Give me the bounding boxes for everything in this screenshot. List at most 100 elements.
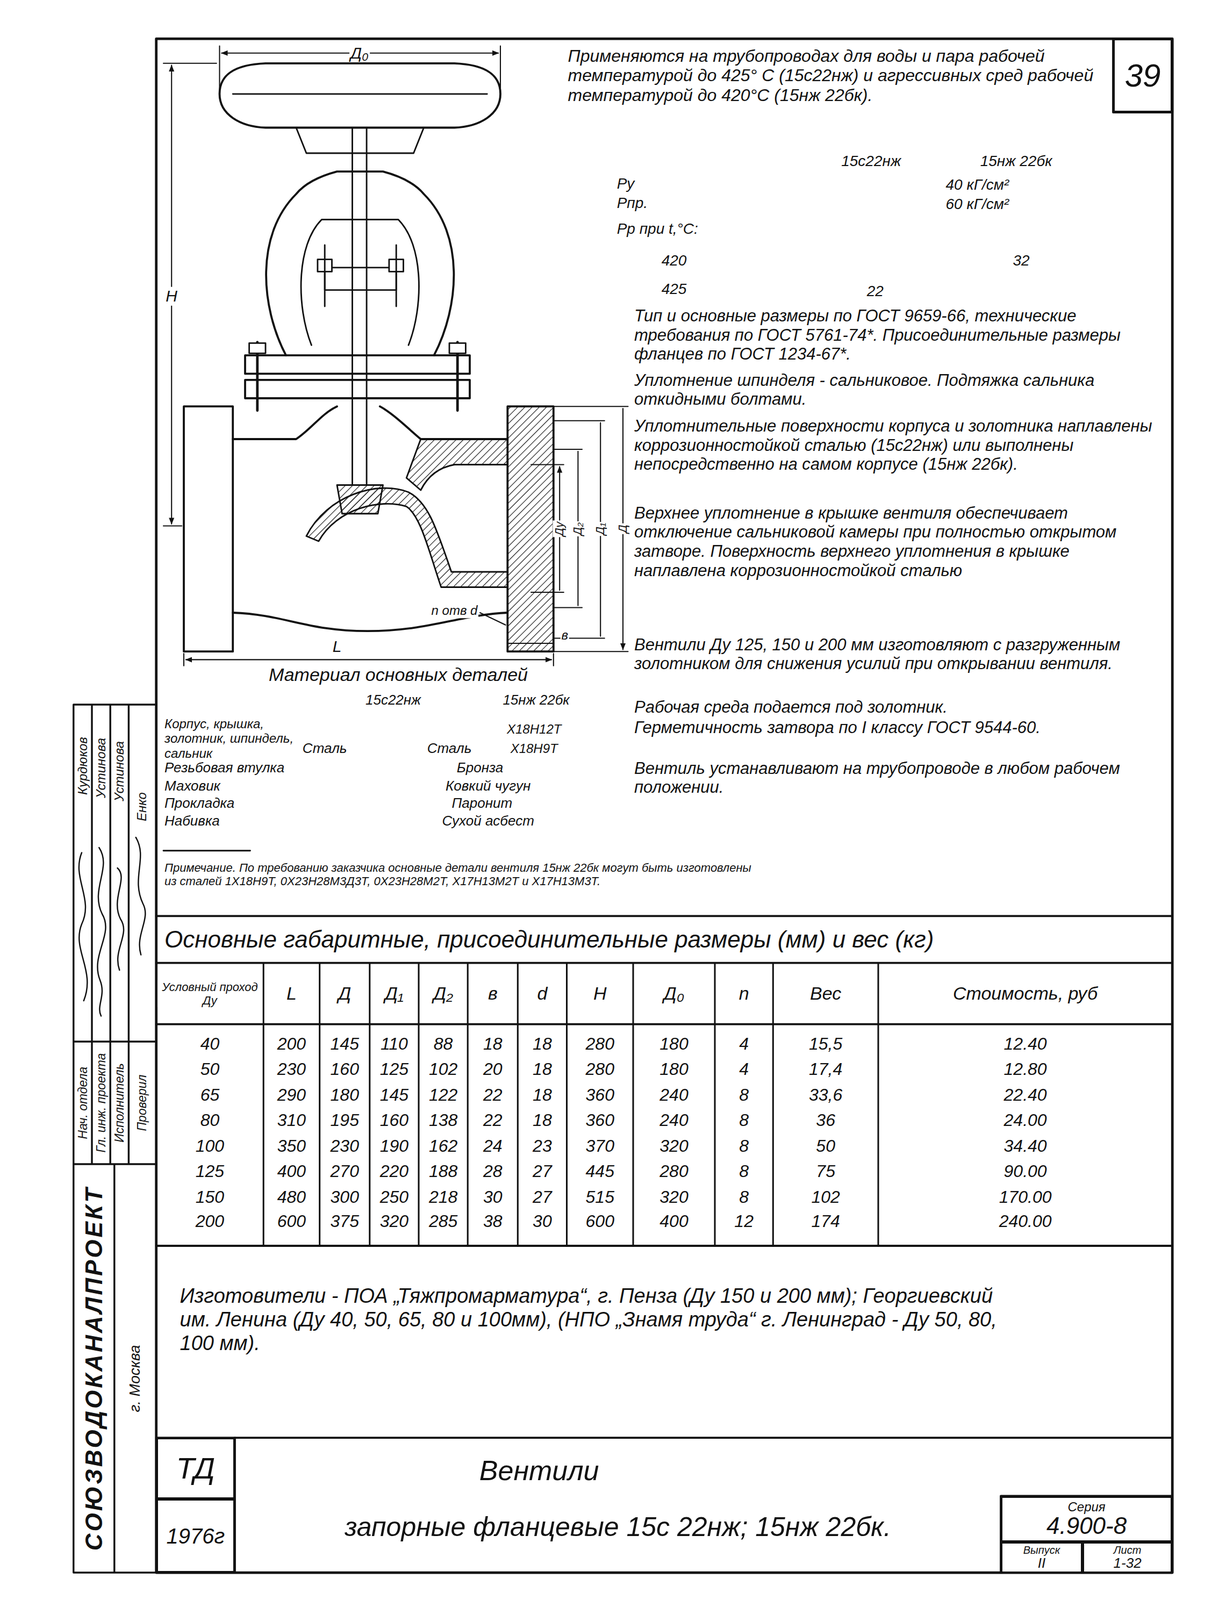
table-cell: 280 [658,1161,690,1182]
table-cell: 50 [814,1135,837,1156]
table-header: Н [592,983,608,1005]
signature [79,852,88,1002]
bolt-nut [249,342,266,354]
issue-box: ВыпускII [1000,1542,1083,1574]
table-cell: 188 [427,1161,459,1182]
seat-partition [306,488,508,587]
table-cell: 100 [194,1135,226,1156]
table-cell: 17,4 [807,1059,844,1080]
table-cell: 270 [329,1161,361,1182]
spec-paragraph: Вентиль устанавливают на трубопроводе в … [633,758,1162,798]
sheet-frame [156,38,1173,1573]
table-cell: 88 [432,1033,455,1054]
table-cell: 22 [482,1084,504,1105]
signature [97,847,106,1017]
table-cell: 200 [194,1211,226,1232]
box-text: 39 [1124,58,1161,93]
table-cell: 20 [482,1059,504,1080]
material: Х18Н9Т [509,741,559,757]
table-cell: 445 [584,1161,616,1182]
table-cell: 285 [427,1211,459,1232]
yoke [266,171,454,356]
approval-strip [73,704,157,1573]
table-cell: 30 [531,1211,554,1232]
table-cell: 400 [276,1161,307,1182]
table-cell: 320 [658,1186,690,1207]
table-cell: 12.40 [1002,1033,1049,1054]
body-flange [245,380,470,399]
drawing-title: Вентили [477,1454,602,1487]
table-cell: 350 [276,1135,307,1156]
spec-paragraph: Герметичность затвора по I классу ГОСТ 9… [633,718,1162,738]
body-section [406,439,508,491]
box-value: 1-32 [1113,1556,1142,1571]
parameter-value: 425 [660,280,688,298]
table-cell: 12.80 [1002,1059,1049,1080]
table-cell: 174 [809,1211,841,1232]
table-cell: 50 [199,1059,221,1080]
table-cell: 125 [194,1161,226,1182]
material: Ковкий чугун [444,778,532,795]
material: Сталь [301,740,349,757]
table-cell: 515 [584,1186,616,1207]
table-cell: 600 [276,1211,307,1232]
handwheel-hub [232,94,487,154]
table-grid [263,963,879,1246]
table-cell: 280 [584,1059,616,1080]
position-title: Гл. инж. проекта [94,1051,109,1154]
parameter-name: Рр при t,°C: [615,220,700,238]
note: Примечание. По требованию заказчика осно… [163,861,764,889]
table-header: n [737,983,751,1005]
table-cell: 400 [658,1211,690,1232]
table-cell: 23 [531,1135,554,1156]
table-cell: 230 [276,1059,307,1080]
table-cell: 90.00 [1002,1161,1049,1182]
table-cell: 370 [584,1135,616,1156]
table-cell: 240 [658,1084,690,1105]
table-cell: 40 [199,1033,221,1054]
disc [337,485,384,514]
materials-heading: Материал основных деталей [267,664,529,686]
table-cell: 18 [531,1110,554,1131]
table-cell: 218 [427,1186,459,1207]
manufacturers-note: Изготовители - ПОА „Тяжпромарматура“, г.… [178,1284,1029,1355]
dimension-label: Д₂ [571,521,585,537]
table-header: Условный проход Ду [157,979,262,1008]
table-cell: 290 [276,1084,307,1105]
organization-name: СОЮЗВОДОКАНАЛПРОЕКТ [80,1185,109,1553]
series-box: Серия4.900-8 [1000,1496,1173,1543]
box-text: Лист [1113,1544,1142,1557]
table-cell: 480 [276,1186,307,1207]
parameter-value: 420 [660,251,688,269]
gland [324,267,397,291]
leader-line [479,612,506,626]
extension-line [163,63,217,527]
table-header: d [535,983,549,1005]
table-cell: 33,6 [807,1084,844,1105]
material: Паронит [450,795,514,812]
part-name: Набивка [163,813,221,830]
table-cell: 195 [329,1110,361,1131]
handwheel [219,63,501,128]
table-cell: 80 [199,1110,221,1131]
material: Сталь [426,740,473,757]
position-title: Проверил [134,1073,149,1132]
spindle [352,127,368,486]
table-cell: 360 [584,1084,616,1105]
sheet-box: Лист1-32 [1082,1542,1173,1574]
parameter-value: 32 [1011,251,1031,269]
inlet-flange [183,406,233,652]
table-header: в [486,983,499,1005]
table-cell: 18 [482,1033,504,1054]
table-cell: 200 [276,1033,307,1054]
table-cell: 8 [737,1161,750,1182]
table-cell: 38 [482,1211,504,1232]
table-cell: 30 [482,1186,504,1207]
signatory-name: Устинова [93,736,109,800]
spec-paragraph: Уплотнительные поверхности корпуса и зол… [633,416,1162,475]
table-header: Д₂ [432,983,455,1005]
table-cell: 18 [531,1059,554,1080]
table-cell: 250 [378,1186,410,1207]
table-cell: 27 [531,1186,554,1207]
